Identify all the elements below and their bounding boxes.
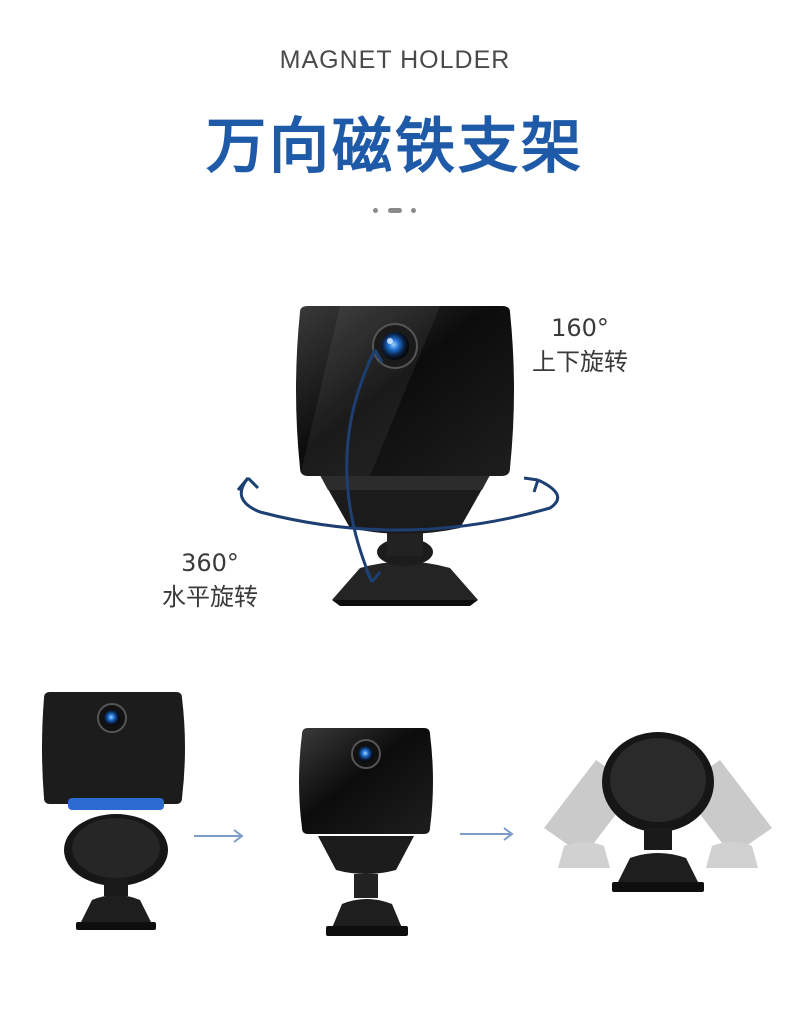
divider-dots [371,207,419,215]
horizontal-label: 水平旋转 [162,583,258,611]
vertical-degrees: 160° [551,314,609,342]
eyebrow-text: MAGNET HOLDER [279,46,511,74]
vertical-rotation-label: 160° 上下旋转 [515,311,645,379]
horizontal-degrees: 360° [181,549,239,577]
flow-arrow-1 [194,829,244,843]
step-detached-camera [42,692,185,930]
horizontal-rotation-label: 360° 水平旋转 [145,546,275,614]
main-camera-illustration [236,306,560,606]
step-mounted-camera [299,728,433,936]
step-holder-rotation [544,732,772,892]
page-title: 万向磁铁支架 [206,112,584,182]
flow-arrow-2 [460,827,514,841]
vertical-label: 上下旋转 [532,348,628,376]
